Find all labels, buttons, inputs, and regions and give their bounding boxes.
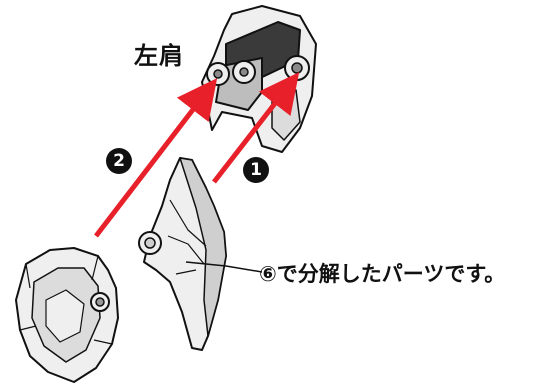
shoulder-joint-part-icon [201,5,317,153]
callout-note-label: ⑥で分解したパーツです。 [259,262,506,286]
outer-shell-part-icon [15,247,119,383]
shoulder-armor-part-icon [138,157,227,351]
part-title-label: 左肩 [134,42,184,70]
step-number-2-badge: 2 [106,148,132,174]
assembly-arrow-icon-2 [94,78,218,238]
step-number-1-badge: 1 [243,157,269,183]
assembly-arrow-icon-1 [212,72,300,184]
callout-leader-line [185,261,263,273]
